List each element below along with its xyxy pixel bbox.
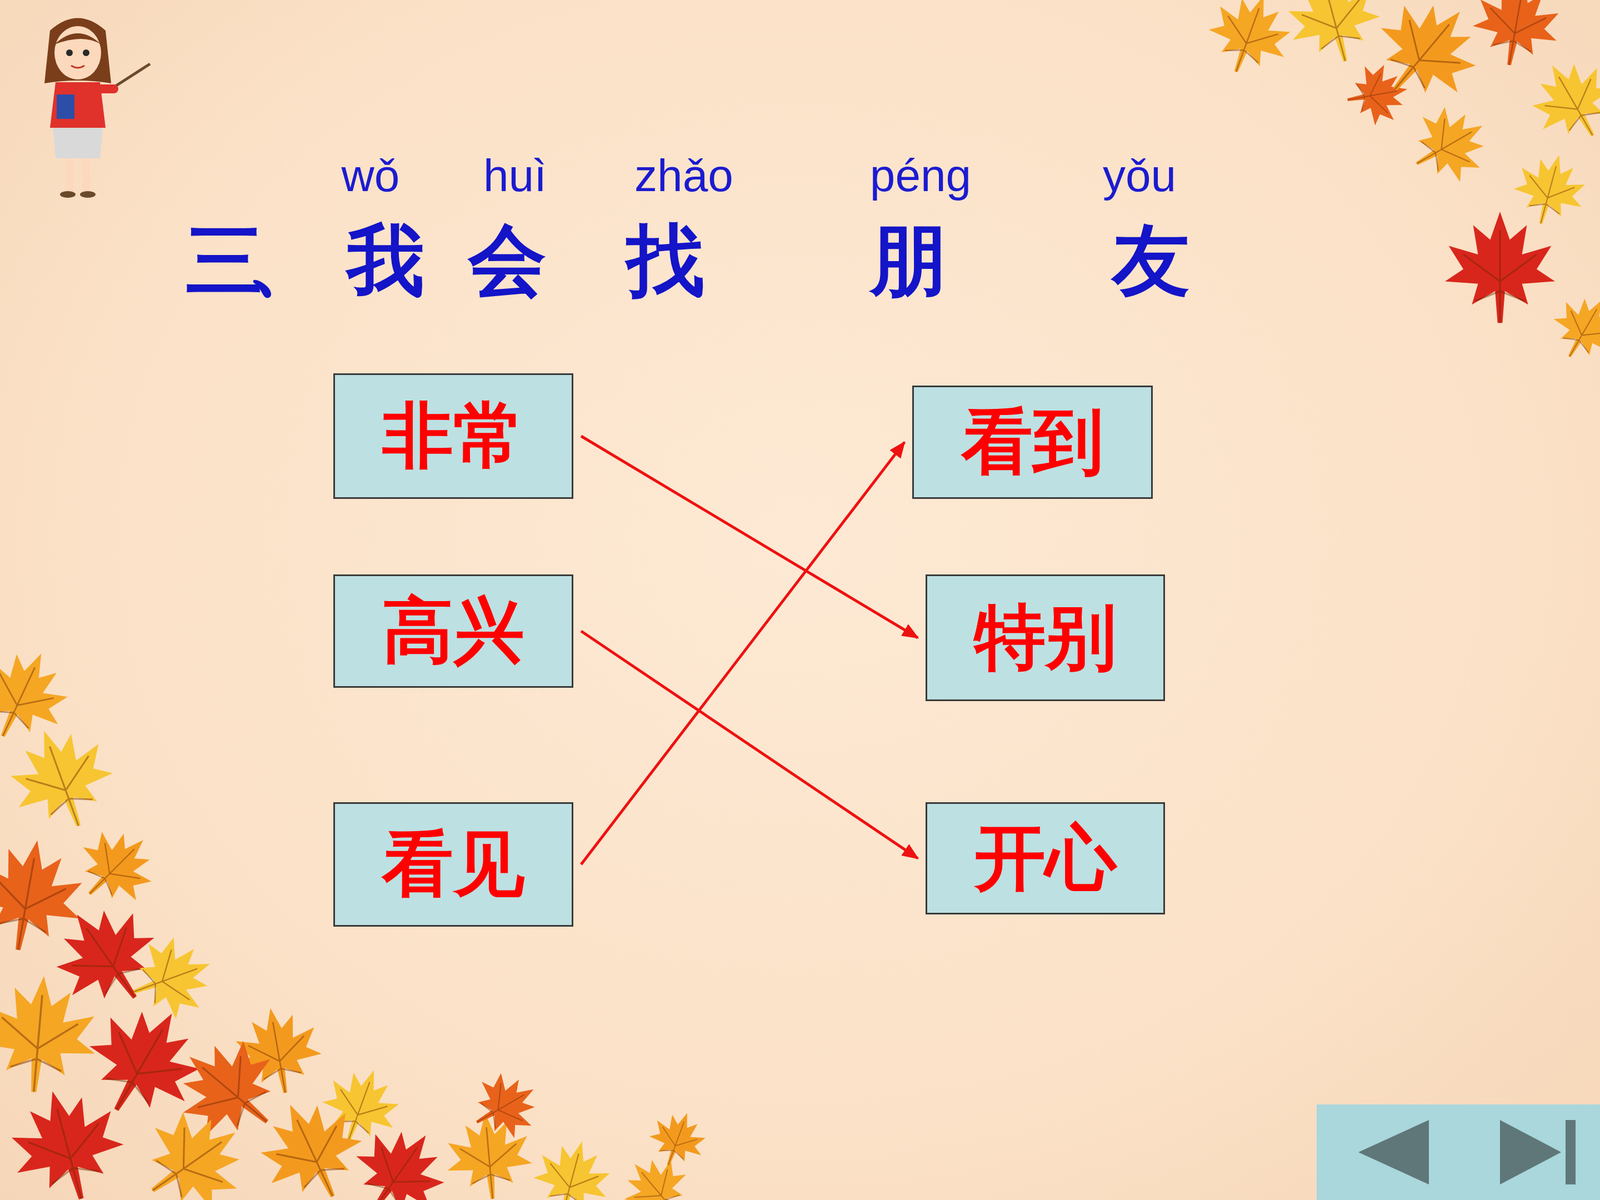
word-box: 非常 [333,373,574,499]
next-button [1500,1120,1562,1185]
word-text: 非常 [382,397,525,476]
maple-leaf [1356,0,1499,122]
maple-leaf [526,1131,619,1200]
maple-leaf [0,971,102,1098]
teacher-hair [44,18,112,84]
title-char: 、 [246,222,325,300]
maple-leaf [1517,45,1600,156]
prev-button [1358,1120,1429,1185]
maple-leaf [642,1103,713,1175]
maple-leaf [460,1061,550,1150]
pointer-stick [111,63,150,89]
maple-leaves [0,634,713,1200]
maple-leaf [0,713,126,844]
maple-leaf [244,1083,378,1200]
word-box: 看到 [912,385,1153,499]
maple-leaf [610,1143,703,1200]
teacher-book [56,94,75,119]
match-arrow [581,442,905,865]
word-box: 特别 [925,574,1165,702]
maple-leaf [1397,93,1502,197]
pinyin-label: huì [483,152,547,199]
pinyin-label: wǒ [341,152,400,199]
maple-leaf [336,1109,463,1200]
pinyin-label: zhǎo [634,152,734,199]
maple-leaf [1278,0,1389,73]
maple-leaf [1445,211,1555,323]
title-char: 朋 [869,222,948,300]
title-char: 找 [626,222,705,300]
maple-leaves [1198,0,1600,373]
title-char: 友 [1112,222,1190,300]
maple-leaf [62,813,170,921]
word-text: 特别 [974,598,1117,678]
title: 三、我会找朋友 [0,222,1600,312]
title-char: 我 [346,222,425,300]
teacher-shoe [60,191,76,198]
maple-leaf [123,1091,264,1200]
teacher-figure [44,18,150,199]
word-box: 开心 [925,802,1165,915]
teacher-mouth [71,65,85,68]
maple-leaf [1342,59,1413,129]
teacher-leg [82,158,90,192]
pinyin-label: péng [870,152,972,199]
maple-leaf [1541,283,1600,373]
word-box: 高兴 [333,574,574,688]
match-arrow [581,631,918,859]
title-char: 会 [468,222,547,300]
maple-leaf [1198,0,1302,86]
word-text: 看见 [382,825,525,904]
teacher-shoe [80,191,96,198]
maple-leaf [1467,0,1567,73]
word-text: 高兴 [382,592,525,671]
nav-buttons [1316,1104,1600,1200]
teacher-eye [66,49,73,57]
nav-bar [1316,1104,1600,1200]
teacher-leg [65,158,74,192]
word-text: 看到 [961,403,1104,482]
match-arrow [581,436,918,638]
word-text: 开心 [974,819,1117,898]
teacher-fringe [54,33,102,45]
teacher-arm [100,84,114,94]
teacher-face [54,26,102,80]
next-bar [1565,1120,1576,1185]
pinyin-label: yǒu [1102,152,1177,199]
teacher-eye [82,49,90,57]
word-box: 看见 [333,802,574,927]
maple-leaf [0,1077,135,1200]
maple-leaf [1506,146,1593,233]
teacher-skirt [52,127,103,159]
